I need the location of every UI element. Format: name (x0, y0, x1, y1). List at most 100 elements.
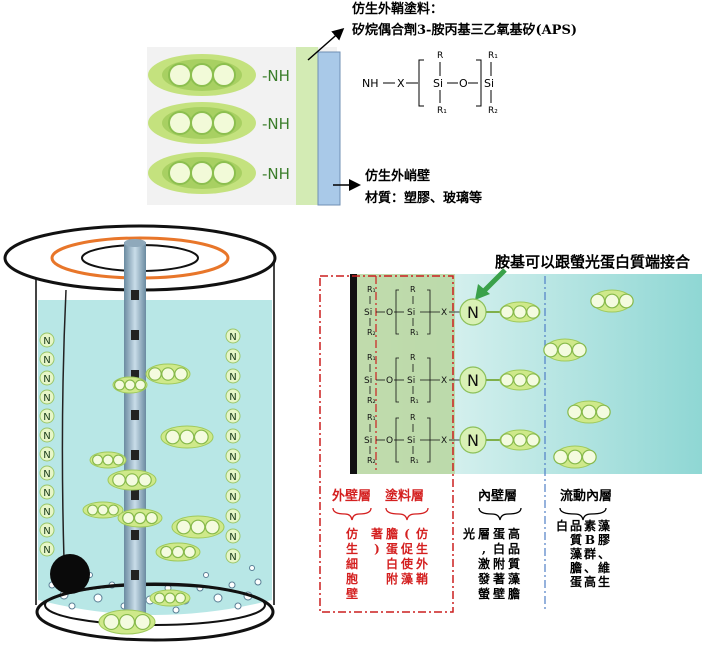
n-letter: N (43, 393, 50, 404)
formula-glyph: R₂ (367, 456, 376, 465)
top-panel: -NH -NH -NH 仿生外鞘塗料： 矽烷偶合劑3-胺丙基三乙氧基矽(APS)… (147, 1, 577, 206)
formula-glyph: Si (364, 376, 372, 386)
n-letter: N (229, 472, 236, 483)
desc-char: 激 (478, 556, 490, 571)
n-marker-right: N (225, 348, 241, 364)
flow-pod (553, 445, 597, 469)
n-letter: N (229, 352, 236, 363)
n-letter: N (43, 545, 50, 556)
amine-bonded-pod: N (459, 366, 541, 394)
n-letter: N (43, 431, 50, 442)
n-marker-left: N (39, 522, 55, 538)
n-marker-right: N (225, 508, 241, 524)
desc-char: 藻 (508, 571, 521, 586)
n-marker-left: N (39, 351, 55, 367)
n-marker-right: N (225, 488, 241, 504)
n-marker-right: N (225, 328, 241, 344)
inner-n-groups: NNN (459, 298, 541, 454)
formula-glyph: Si (407, 376, 415, 386)
amine-label-3: -NH (262, 165, 290, 183)
coating-name: 矽烷偶合劑3-胺丙基三乙氧基矽(APS) (352, 22, 577, 38)
n-marker-left: N (39, 541, 55, 557)
formula-r2-bottom: R₂ (488, 106, 498, 116)
desc-char: 光 (462, 526, 475, 541)
formula-x: X (397, 77, 405, 90)
n-letter: N (229, 372, 236, 383)
n-letter: N (43, 469, 50, 480)
formula-glyph: R (410, 353, 416, 362)
floating-pod (171, 515, 225, 539)
n-marker-left: N (39, 446, 55, 462)
floating-pod (160, 425, 214, 449)
outer-wall-bar (350, 274, 357, 474)
desc-char: 壁 (346, 586, 358, 601)
n-letter: N (229, 492, 236, 503)
formula-glyph: Si (364, 308, 372, 318)
desc-char: 維 (598, 560, 610, 575)
desc-char: B (585, 533, 595, 547)
desc-char: 群 (583, 546, 596, 561)
amine-label-2: -NH (262, 115, 290, 133)
desc-char: 高 (508, 526, 520, 541)
desc-char: 質 (570, 532, 582, 547)
n-marker-right: N (225, 388, 241, 404)
desc-char: 素 (584, 518, 596, 533)
formula-glyph: R₂ (367, 396, 376, 405)
n-marker-left: N (39, 332, 55, 348)
n-letter: N (229, 332, 236, 343)
desc-char: 外 (416, 556, 428, 571)
n-letter: N (229, 532, 236, 543)
formula-si-2: Si (484, 77, 494, 90)
floating-pod (98, 609, 156, 635)
n-marker-right: N (225, 368, 241, 384)
n-letter: N (229, 512, 236, 523)
desc-char: 壁 (493, 586, 505, 601)
layer-diagram: 胺基可以跟螢光蛋白質端接合 R₁SiR₂ORSiR₁XR₁SiR₂ORSiR₁X… (319, 253, 702, 613)
n-letter: N (229, 452, 236, 463)
flow-pod (543, 338, 587, 362)
formula-glyph: X (441, 308, 447, 318)
formula-nh: NH (362, 77, 379, 90)
black-weight-ball (50, 554, 90, 594)
n-marker-left: N (39, 370, 55, 386)
formula-si-1: Si (433, 77, 443, 90)
coating-layer-band (357, 274, 455, 474)
desc-char: 著 (370, 526, 383, 541)
amine-label-1: -NH (262, 67, 290, 85)
desc-char: 胞 (346, 571, 358, 586)
floating-pods (82, 363, 225, 635)
formula-glyph: Si (407, 308, 415, 318)
formula-glyph: O (386, 376, 393, 386)
formula-r1-top: R₁ (488, 51, 498, 61)
formula-glyph: R₁ (410, 328, 419, 337)
wall-strip (317, 51, 341, 206)
formula-glyph: R₁ (367, 285, 376, 294)
formula-o: O (459, 77, 468, 90)
formula-glyph: R (410, 285, 416, 294)
pod-1 (148, 54, 256, 96)
n-marker-right: N (225, 408, 241, 424)
wall-title: 仿生外峭壁 (365, 168, 430, 184)
n-letter: N (229, 432, 236, 443)
coating-arrow (307, 28, 345, 61)
desc-char: 細 (346, 556, 358, 571)
pod-2 (148, 102, 256, 144)
floating-pod (145, 363, 191, 385)
aps-formula: NH X R Si R₁ O Si R₁ R₂ (362, 51, 498, 116)
desc-char: 白 (556, 518, 568, 533)
floating-pod (149, 589, 191, 607)
n-letter: N (229, 552, 236, 563)
formula-glyph: R₁ (367, 413, 376, 422)
desc-char: 蛋 (493, 527, 505, 541)
formula-glyph: Si (407, 436, 415, 446)
n-marker-left: N (39, 503, 55, 519)
desc-char: 藻 (401, 571, 414, 586)
floating-pod (155, 542, 201, 562)
formula-glyph: R₁ (410, 456, 419, 465)
